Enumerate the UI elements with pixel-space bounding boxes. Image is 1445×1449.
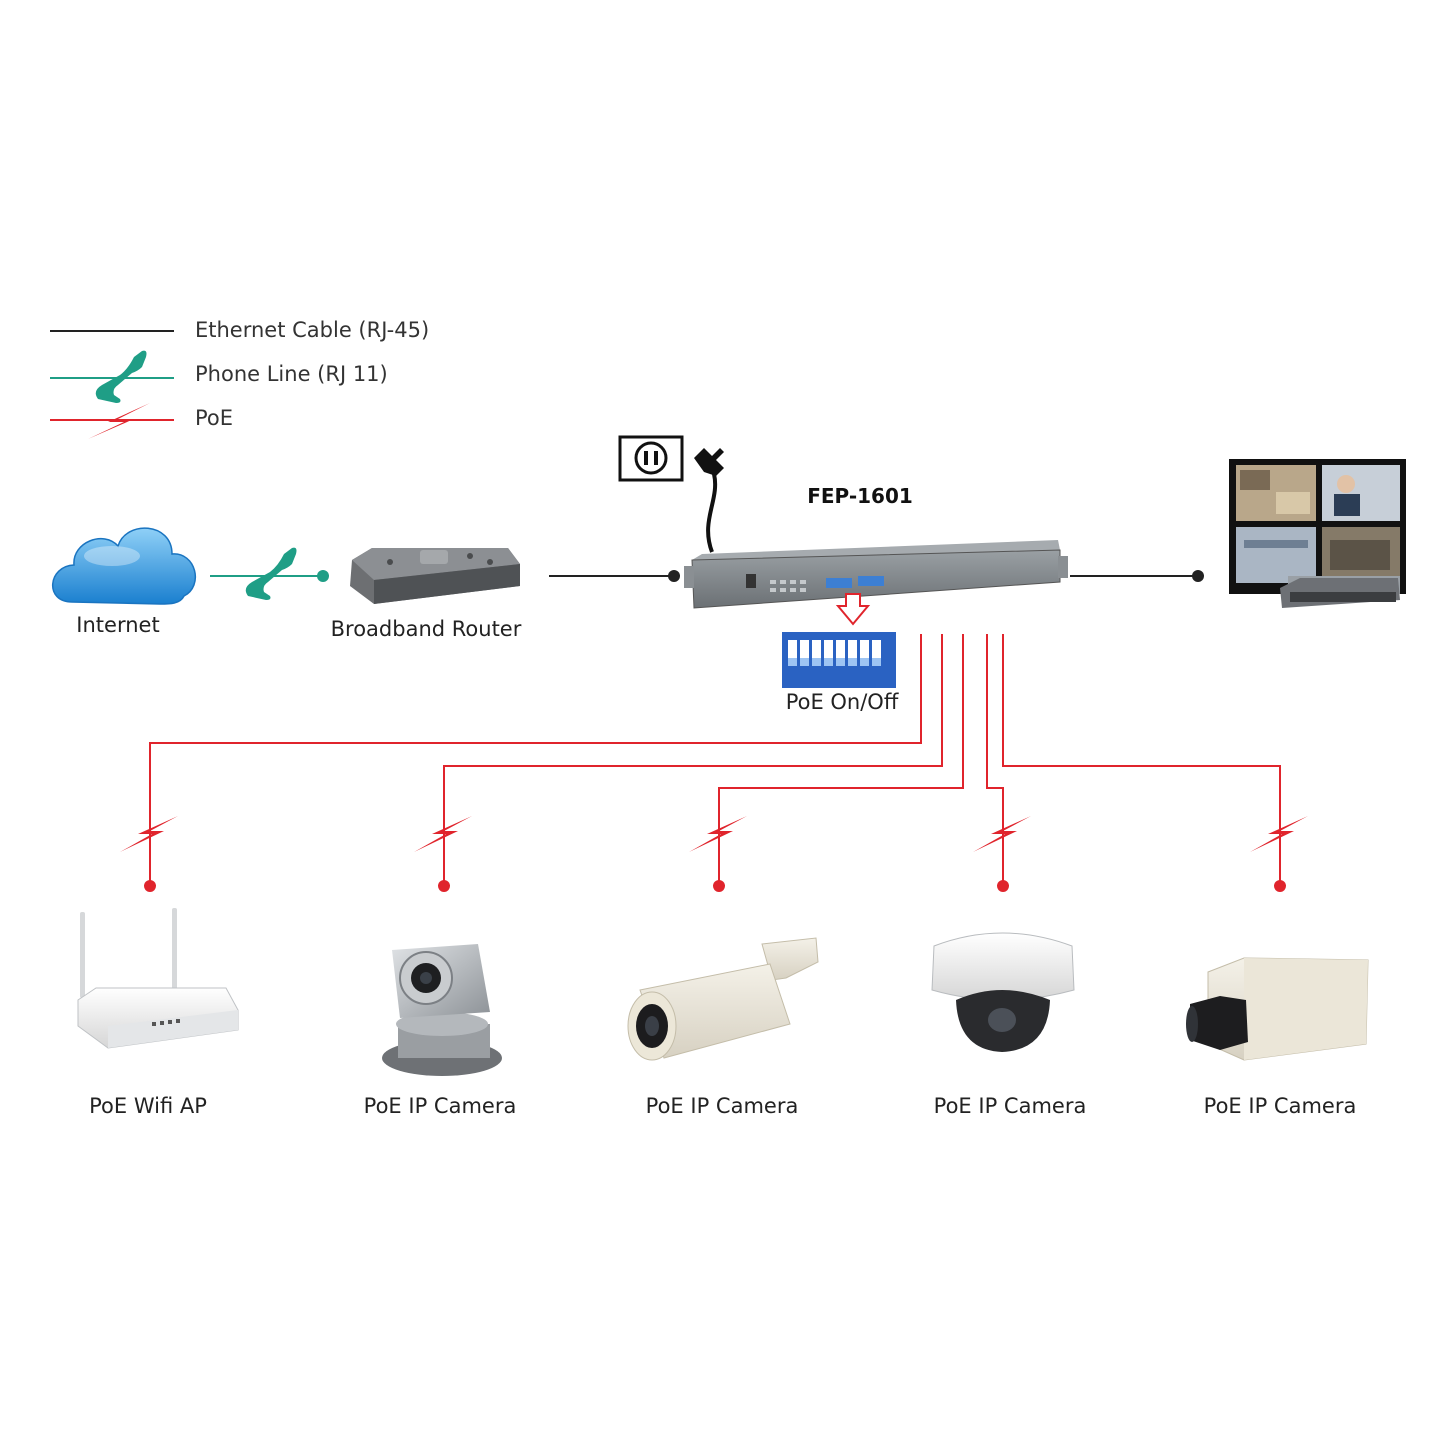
phone-line-internet <box>210 547 329 600</box>
wifi-ap-image <box>77 908 239 1049</box>
legend-ethernet-label: Ethernet Cable (RJ-45) <box>195 318 430 342</box>
internet-label: Internet <box>76 613 160 637</box>
arrow-down-icon <box>835 593 871 626</box>
poe-cabling <box>149 634 1281 886</box>
bullet-camera-image <box>627 937 819 1061</box>
poe-lightning-icon <box>120 816 178 892</box>
poe-switch-image <box>684 540 1068 609</box>
phone-handset-icon <box>245 547 297 600</box>
dip-switch-image <box>782 632 896 688</box>
power-plug-icon <box>694 448 724 553</box>
lightning-bolt-icon <box>88 403 150 439</box>
poe-lightning-icon <box>1250 816 1308 892</box>
router-label: Broadband Router <box>330 617 522 641</box>
ptz-camera-image <box>382 944 502 1076</box>
device-label: PoE IP Camera <box>933 1094 1087 1118</box>
switch-model-label: FEP-1601 <box>807 484 913 508</box>
poe-lightning-icon <box>414 816 472 892</box>
connector-dot <box>1192 570 1204 582</box>
legend-poe-symbol <box>50 403 174 439</box>
poe-toggle-label: PoE On/Off <box>785 690 899 714</box>
monitor-image <box>1229 459 1406 608</box>
connector-dot <box>668 570 680 582</box>
poe-lightning-icon <box>973 816 1031 892</box>
phone-handset-icon <box>95 350 147 403</box>
device-label: PoE IP Camera <box>1203 1094 1357 1118</box>
box-camera-image <box>1186 957 1369 1061</box>
legend-phone-symbol <box>50 350 174 403</box>
dome-camera-image <box>931 932 1075 1052</box>
legend-poe-label: PoE <box>195 406 234 430</box>
poe-lightning-icon <box>689 816 747 892</box>
power-outlet-icon <box>618 435 684 482</box>
poe-markers <box>120 816 1308 892</box>
legend-phone-label: Phone Line (RJ 11) <box>195 362 388 386</box>
cloud-icon <box>52 527 197 605</box>
device-label: PoE Wifi AP <box>89 1094 207 1118</box>
device-label: PoE IP Camera <box>363 1094 517 1118</box>
router-image <box>350 548 520 604</box>
device-label: PoE IP Camera <box>645 1094 799 1118</box>
